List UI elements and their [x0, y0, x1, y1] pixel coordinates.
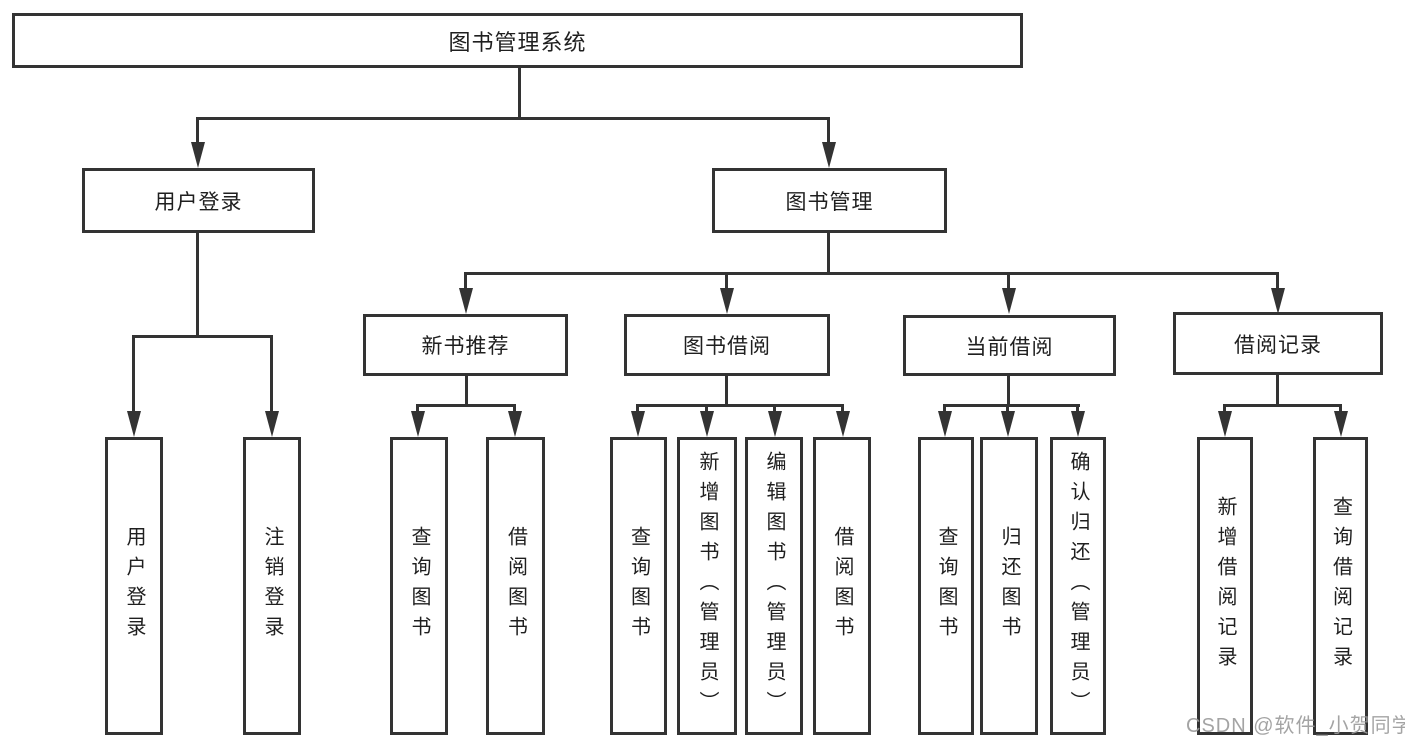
connector-bookborrow-drop-3 [773, 404, 776, 416]
leaf-records-query-record-label: 查询借阅记录 [1329, 496, 1352, 676]
leaf-logout-label: 注销登录 [261, 526, 283, 646]
leaf-borrow-query-books-label: 查询图书 [627, 526, 650, 646]
connector-newbook-hline [416, 404, 516, 407]
arrow-to-book-borrow [720, 288, 734, 314]
leaf-newbook-borrow-books-label: 借阅图书 [504, 526, 527, 646]
connector-root-hline [197, 117, 830, 120]
leaf-logout: 注销登录 [243, 437, 301, 735]
connector-bookborrow-drop-4 [841, 404, 844, 416]
connector-userlogin-drop-1 [132, 335, 135, 415]
leaf-current-confirm-return-admin-label: 确认归还（管理员） [1067, 451, 1089, 721]
leaf-records-query-record: 查询借阅记录 [1313, 437, 1368, 735]
connector-bookborrow-drop-1 [636, 404, 639, 416]
arrow-newbook-leaf-1 [411, 411, 425, 437]
connector-newbook-drop [464, 272, 467, 292]
connector-bookmgmt-stem [827, 233, 830, 275]
connector-currentborrow-stem [1007, 376, 1010, 407]
connector-userlogin-drop-2 [270, 335, 273, 415]
connector-currentborrow-drop-2 [1006, 404, 1009, 416]
node-new-book-recommend: 新书推荐 [363, 314, 568, 376]
connector-bookborrow-hline [637, 404, 844, 407]
leaf-current-query-books-label: 查询图书 [935, 526, 957, 646]
arrow-borrowrecords-leaf-1 [1218, 411, 1232, 437]
node-borrow-records: 借阅记录 [1173, 312, 1383, 375]
connector-bookborrow-drop [725, 272, 728, 292]
arrow-currentborrow-leaf-3 [1071, 411, 1085, 437]
arrow-to-user-login-leaf [127, 411, 141, 437]
connector-userlogin-hline [132, 335, 273, 338]
csdn-watermark: CSDN @软件_小贺同学 [1186, 715, 1405, 737]
connector-borrowrecords-drop-2 [1339, 404, 1342, 416]
leaf-borrow-edit-books-admin-label: 编辑图书（管理员） [763, 451, 785, 721]
connector-borrowrecords-hline [1223, 404, 1342, 407]
connector-newbook-stem [465, 376, 468, 407]
leaf-current-query-books: 查询图书 [918, 437, 974, 735]
connector-book-mgmt-drop [827, 117, 830, 145]
leaf-borrow-query-books: 查询图书 [610, 437, 667, 735]
leaf-borrow-add-books-admin: 新增图书（管理员） [677, 437, 737, 735]
leaf-records-add-record: 新增借阅记录 [1197, 437, 1253, 735]
leaf-current-confirm-return-admin: 确认归还（管理员） [1050, 437, 1106, 735]
leaf-borrow-borrow-books: 借阅图书 [813, 437, 871, 735]
connector-borrowrecords-drop-1 [1223, 404, 1226, 416]
leaf-user-login-label: 用户登录 [123, 526, 145, 646]
arrow-newbook-leaf-2 [508, 411, 522, 437]
arrow-bookborrow-leaf-1 [631, 411, 645, 437]
connector-root-stem [518, 68, 521, 118]
node-book-management: 图书管理 [712, 168, 947, 233]
connector-currentborrow-hline [943, 404, 1080, 407]
arrow-to-logout-leaf [265, 411, 279, 437]
leaf-newbook-query-books-label: 查询图书 [408, 526, 430, 646]
arrow-bookborrow-leaf-4 [836, 411, 850, 437]
arrow-bookborrow-leaf-2 [700, 411, 714, 437]
node-library-management-system: 图书管理系统 [12, 13, 1023, 68]
arrow-to-current-borrow [1002, 288, 1016, 314]
leaf-current-return-books: 归还图书 [980, 437, 1038, 735]
arrow-to-new-book-rec [459, 288, 473, 314]
leaf-user-login: 用户登录 [105, 437, 163, 735]
connector-newbook-drop-2 [513, 404, 516, 416]
connector-currentborrow-drop [1007, 272, 1010, 292]
connector-borrowrecords-drop [1276, 272, 1279, 292]
leaf-borrow-add-books-admin-label: 新增图书（管理员） [696, 451, 718, 721]
leaf-records-add-record-label: 新增借阅记录 [1214, 496, 1236, 676]
arrow-to-book-mgmt [822, 142, 836, 168]
connector-currentborrow-drop-1 [943, 404, 946, 416]
node-book-borrow: 图书借阅 [624, 314, 830, 376]
connector-bookborrow-drop-2 [705, 404, 708, 416]
arrow-borrowrecords-leaf-2 [1334, 411, 1348, 437]
leaf-newbook-borrow-books: 借阅图书 [486, 437, 545, 735]
arrow-to-user-login [191, 142, 205, 168]
leaf-newbook-query-books: 查询图书 [390, 437, 448, 735]
leaf-borrow-borrow-books-label: 借阅图书 [831, 526, 853, 646]
leaf-current-return-books-label: 归还图书 [998, 526, 1020, 646]
connector-borrowrecords-stem [1276, 375, 1279, 407]
connector-user-login-drop [196, 117, 199, 145]
arrow-currentborrow-leaf-1 [938, 411, 952, 437]
node-current-borrow: 当前借阅 [903, 315, 1116, 376]
leaf-borrow-edit-books-admin: 编辑图书（管理员） [745, 437, 803, 735]
arrow-to-borrow-records [1271, 288, 1285, 314]
connector-currentborrow-drop-3 [1076, 404, 1079, 416]
arrow-bookborrow-leaf-3 [768, 411, 782, 437]
arrow-currentborrow-leaf-2 [1001, 411, 1015, 437]
node-user-login: 用户登录 [82, 168, 315, 233]
connector-bookborrow-stem [725, 376, 728, 407]
connector-userlogin-stem [196, 233, 199, 338]
connector-bookmgmt-hline [465, 272, 1279, 275]
connector-newbook-drop-1 [416, 404, 419, 416]
